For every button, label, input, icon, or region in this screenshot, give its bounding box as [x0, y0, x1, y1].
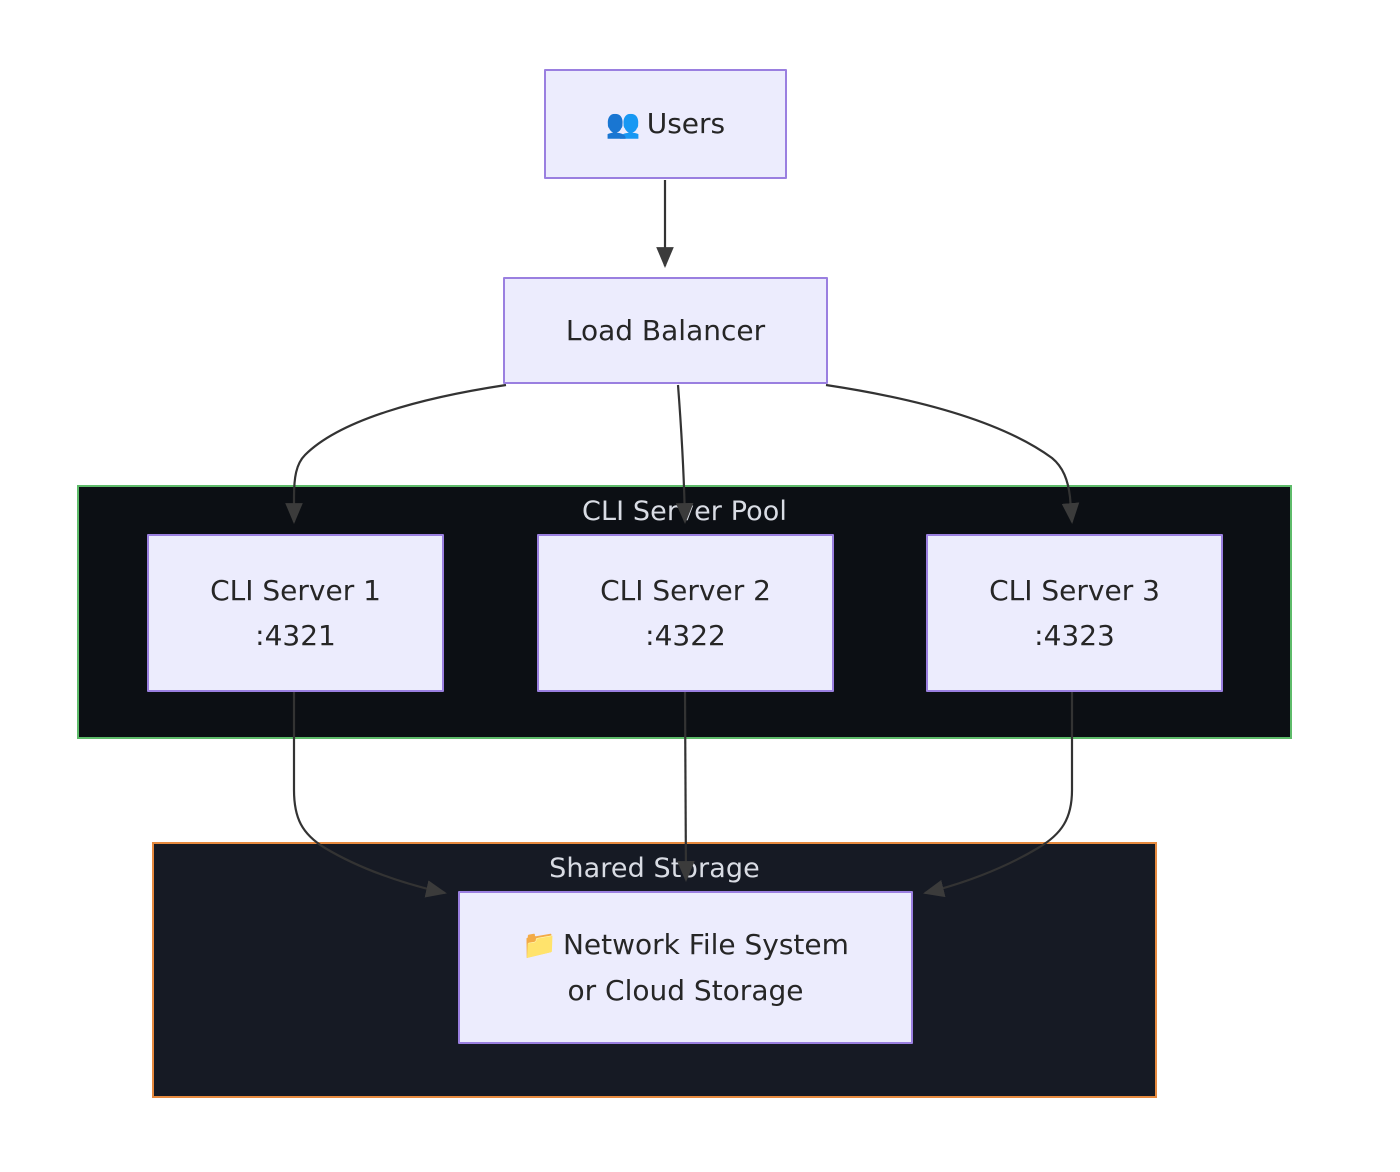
node-storage-label-primary: Network File System: [562, 928, 849, 962]
node-storage-label-secondary: or Cloud Storage: [567, 973, 804, 1007]
node-users-label: Users: [646, 107, 726, 141]
node-users[interactable]: 👥Users: [544, 69, 787, 179]
node-cli-server-3-port: :4323: [1034, 619, 1115, 652]
node-users-label-line: 👥Users: [606, 101, 725, 146]
node-cli-server-3-label: CLI Server 3: [989, 573, 1160, 607]
cluster-shared-storage-title: Shared Storage: [549, 853, 760, 884]
node-cli-server-2[interactable]: CLI Server 2 :4322: [537, 534, 834, 692]
node-shared-storage-target[interactable]: 📁Network File System or Cloud Storage: [458, 891, 913, 1044]
node-cli-server-2-port: :4322: [645, 619, 726, 652]
node-cli-server-3[interactable]: CLI Server 3 :4323: [926, 534, 1223, 692]
node-storage-label-line1: 📁Network File System: [522, 922, 849, 967]
node-cli-server-1-port: :4321: [255, 619, 336, 652]
node-cli-server-2-label: CLI Server 2: [600, 573, 771, 607]
file-folder-icon: 📁: [522, 928, 557, 962]
node-cli-server-1[interactable]: CLI Server 1 :4321: [147, 534, 444, 692]
node-cli-server-1-label: CLI Server 1: [210, 573, 381, 607]
cluster-cli-server-pool-title: CLI Server Pool: [582, 496, 787, 527]
node-load-balancer-label: Load Balancer: [565, 313, 766, 347]
node-load-balancer[interactable]: Load Balancer: [503, 277, 828, 384]
busts-in-silhouette-icon: 👥: [605, 107, 641, 141]
